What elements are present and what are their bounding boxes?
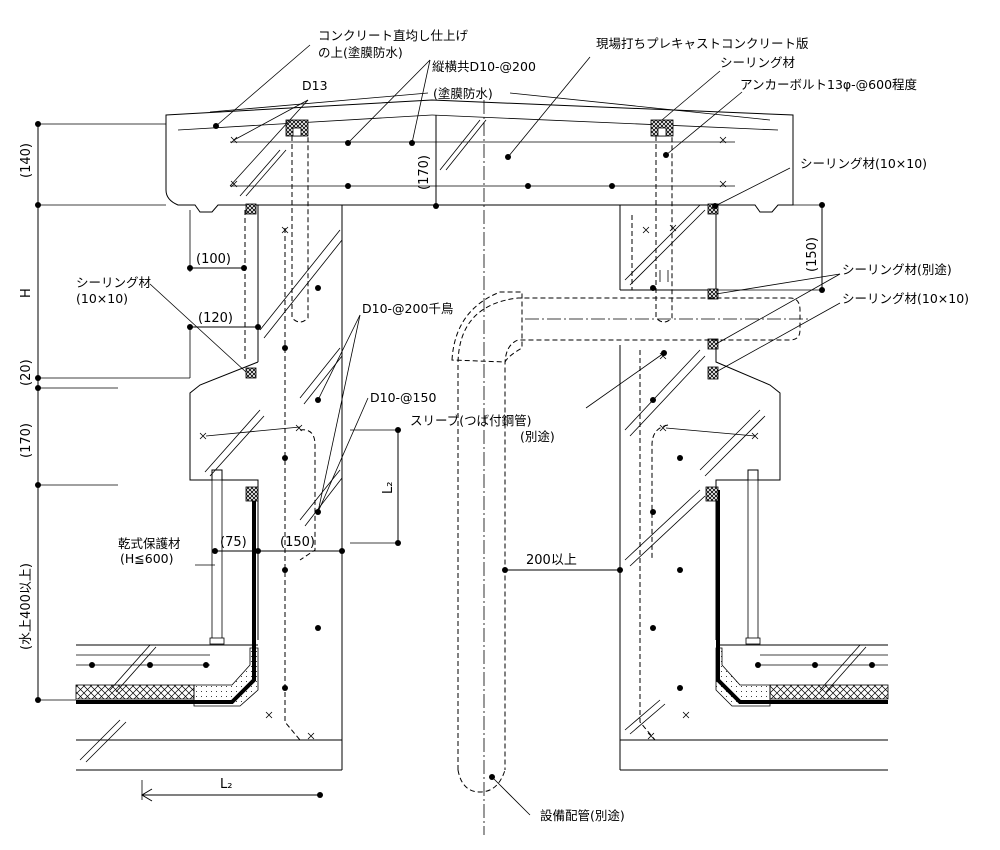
annotation-labels: コンクリート直均し仕上げ の上(塗膜防水) D13 縦横共D10-@200 (塗… bbox=[76, 28, 969, 823]
label-anchor-bolt: アンカーボルト13φ-@600程度 bbox=[740, 77, 918, 92]
dim-170-left: (170) bbox=[19, 423, 34, 458]
label-concrete-finish-2: の上(塗膜防水) bbox=[318, 45, 403, 60]
slab-hatch bbox=[239, 119, 487, 197]
right-dimensions bbox=[716, 202, 825, 293]
label-rebar-staggered: D10-@200千鳥 bbox=[362, 301, 453, 316]
label-equipment-pipe: 設備配管(別途) bbox=[540, 808, 625, 823]
label-sealing-left-1: シーリング材 bbox=[76, 275, 151, 290]
label-coating-waterproof: (塗膜防水) bbox=[433, 86, 493, 101]
dim-l2-horizontal: L₂ bbox=[220, 777, 232, 792]
right-roof-slab bbox=[620, 479, 889, 771]
label-dry-protection-2: (H≦600) bbox=[120, 551, 174, 566]
dim-140: (140) bbox=[19, 143, 34, 178]
label-d13: D13 bbox=[302, 78, 328, 93]
dim-150-bottom: (150) bbox=[280, 535, 315, 550]
label-sealing-left-2: (10×10) bbox=[76, 291, 128, 306]
anchor-bolts bbox=[291, 127, 673, 323]
label-precast-slab: 現場打ちプレキャストコンクリート版 bbox=[596, 36, 809, 51]
label-concrete-finish-1: コンクリート直均し仕上げ bbox=[318, 28, 469, 43]
label-min-200: 200以上 bbox=[526, 553, 577, 568]
label-rebar-both: 縦横共D10-@200 bbox=[432, 59, 536, 74]
dim-l2-vertical: L₂ bbox=[381, 482, 396, 494]
dim-170-top: (170) bbox=[417, 155, 432, 190]
dim-100: (100) bbox=[196, 252, 231, 267]
left-dimensions bbox=[35, 115, 623, 802]
label-sleeve-2: (別途) bbox=[520, 429, 555, 444]
dim-75: (75) bbox=[220, 535, 247, 550]
label-rebar-150: D10-@150 bbox=[370, 390, 436, 405]
dim-150-right: (150) bbox=[805, 237, 820, 272]
right-parapet bbox=[619, 136, 867, 770]
label-dry-protection-1: 乾式保護材 bbox=[118, 536, 181, 551]
leader-lines bbox=[149, 44, 841, 816]
dim-h: H bbox=[19, 288, 34, 298]
label-sleeve-1: スリーブ(つば付鋼管) bbox=[410, 413, 532, 428]
label-sealing-top: シーリング材 bbox=[720, 55, 795, 70]
label-sealing-10x10-mid: シーリング材(10×10) bbox=[842, 291, 969, 306]
sealing-blocks bbox=[245, 119, 719, 380]
dimension-labels: (140) H (20) (170) (水上400以上) (170) (100)… bbox=[19, 143, 820, 792]
sleeve-and-pipe bbox=[451, 100, 810, 835]
label-sealing-separate: シーリング材(別途) bbox=[842, 262, 952, 277]
dim-400: (水上400以上) bbox=[19, 563, 34, 650]
dim-120: (120) bbox=[198, 311, 233, 326]
dim-20: (20) bbox=[19, 359, 34, 386]
precast-slab bbox=[165, 99, 794, 213]
left-roof-slab bbox=[75, 479, 342, 771]
left-parapet bbox=[79, 136, 343, 770]
label-sealing-10x10-top: シーリング材(10×10) bbox=[800, 156, 927, 171]
